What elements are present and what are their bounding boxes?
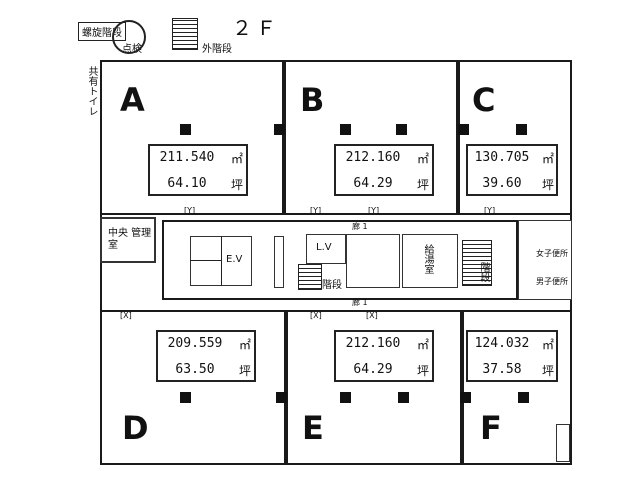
spiral-stair-icon: [112, 20, 146, 54]
column: [276, 392, 287, 403]
unit-m2: ㎡: [416, 338, 429, 352]
unit-tsubo: 坪: [238, 364, 251, 378]
door-mark-d: [X]: [120, 311, 132, 320]
column: [398, 392, 409, 403]
unit-m2: ㎡: [541, 338, 554, 352]
area-box-b: 212.160 64.29 ㎡ 坪: [334, 144, 434, 196]
unit-letter-b: B: [300, 81, 325, 119]
stair-2-label: 階段: [478, 262, 489, 282]
column: [274, 124, 285, 135]
area-box-d: 209.559 63.50 ㎡ 坪: [156, 330, 256, 382]
door-mark-a: [Y]: [184, 206, 196, 215]
area-m2: 130.705: [474, 150, 530, 165]
floor-label: ２Ｆ: [232, 16, 280, 40]
door-mark-c: [Y]: [484, 206, 496, 215]
side-note: 共有トイレ: [86, 66, 97, 116]
column: [340, 124, 351, 135]
corridor-bottom-label: 廊 1: [352, 298, 368, 307]
wc-women-label: 女子便所: [536, 249, 568, 258]
door-mark-b2: [Y]: [368, 206, 380, 215]
unit-m2: ㎡: [416, 152, 429, 166]
area-tsubo: 63.50: [175, 362, 215, 377]
lv-label: L.V: [316, 242, 332, 253]
door-mark-b1: [Y]: [310, 206, 322, 215]
area-tsubo: 64.10: [167, 176, 207, 191]
unit-letter-d: D: [122, 409, 149, 447]
area-m2: 211.540: [159, 150, 215, 165]
unit-tsubo: 坪: [541, 364, 554, 378]
column: [396, 124, 407, 135]
unit-letter-c: C: [472, 81, 496, 119]
central-room: [100, 217, 156, 263]
door-mark-e1: [X]: [310, 311, 322, 320]
area-box-a: 211.540 64.10 ㎡ 坪: [148, 144, 248, 196]
unit-m2: ㎡: [230, 152, 243, 166]
stair-1-icon: [298, 264, 322, 290]
area-box-e: 212.160 64.29 ㎡ 坪: [334, 330, 434, 382]
central-room-label: 中央 管理室: [108, 228, 152, 251]
unit-tsubo: 坪: [541, 178, 554, 192]
column: [180, 124, 191, 135]
area-tsubo: 64.29: [353, 176, 393, 191]
ev-label: E.V: [226, 254, 243, 265]
water-room-label: 給湯室: [422, 244, 433, 274]
area-tsubo: 39.60: [482, 176, 522, 191]
storage-room: [346, 234, 400, 288]
corridor-top-label: 廊 1: [352, 222, 368, 231]
pipe-shaft: [274, 236, 284, 288]
unit-m2: ㎡: [541, 152, 554, 166]
column: [458, 124, 469, 135]
unit-letter-f: F: [480, 409, 502, 447]
unit-tsubo: 坪: [416, 178, 429, 192]
area-m2: 124.032: [474, 336, 530, 351]
column: [518, 392, 529, 403]
column: [180, 392, 191, 403]
unit-m2: ㎡: [238, 338, 251, 352]
area-m2: 209.559: [167, 336, 223, 351]
column: [460, 392, 471, 403]
wc-block: [518, 220, 572, 300]
column: [516, 124, 527, 135]
external-stair-label: 外階段: [202, 44, 232, 55]
wc-men-label: 男子便所: [536, 277, 568, 286]
unit-tsubo: 坪: [230, 178, 243, 192]
unit-tsubo: 坪: [416, 364, 429, 378]
area-m2: 212.160: [345, 150, 401, 165]
area-m2: 212.160: [345, 336, 401, 351]
unit-letter-a: A: [120, 81, 145, 119]
unit-letter-e: E: [302, 409, 324, 447]
area-box-f: 124.032 37.58 ㎡ 坪: [466, 330, 558, 382]
stair-2-icon: [462, 240, 492, 286]
column: [340, 392, 351, 403]
lv-shaft: [306, 234, 346, 264]
stair-1-label: 階段: [322, 280, 342, 291]
area-tsubo: 37.58: [482, 362, 522, 377]
right-edge-detail: [556, 424, 570, 462]
water-room: [402, 234, 458, 288]
area-box-c: 130.705 39.60 ㎡ 坪: [466, 144, 558, 196]
external-stair-icon: [172, 18, 198, 50]
area-tsubo: 64.29: [353, 362, 393, 377]
door-mark-e2: [X]: [366, 311, 378, 320]
